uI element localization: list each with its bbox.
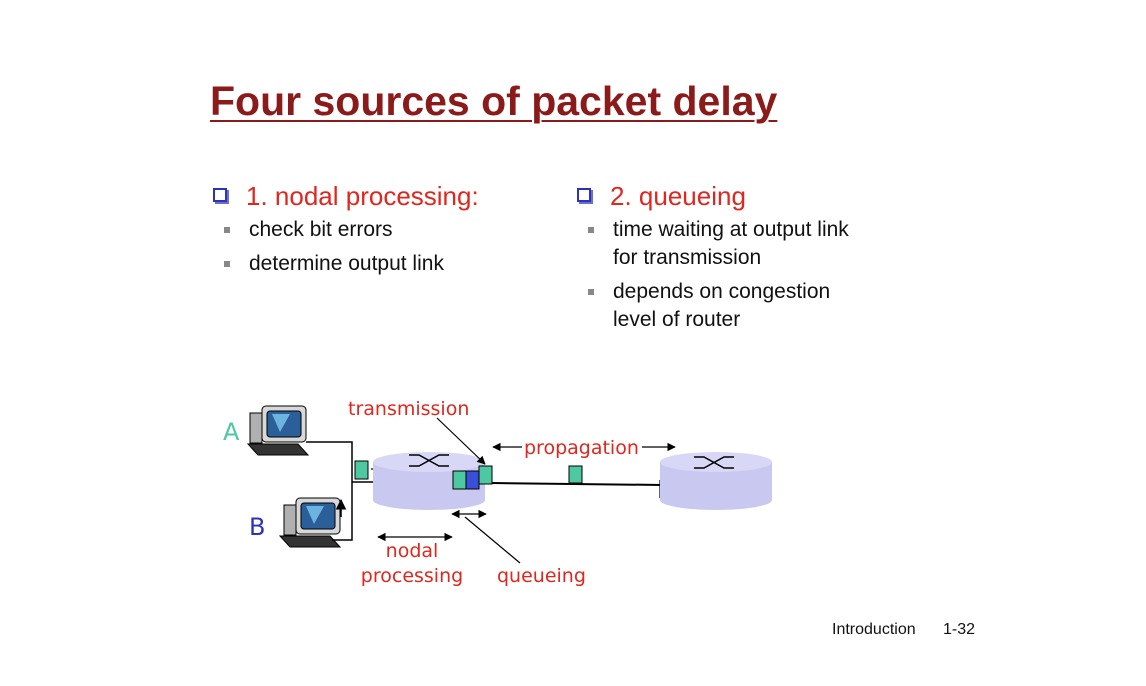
queueing-heading: 2. queueing xyxy=(577,181,849,212)
link xyxy=(491,482,663,486)
list-item: check bit errors xyxy=(213,216,479,244)
access-link xyxy=(306,441,353,541)
list-item-text: time waiting at output link xyxy=(613,218,849,241)
list-item: determine output link xyxy=(213,250,479,278)
square-bullet-icon xyxy=(588,289,594,295)
footer-page-number: 1-32 xyxy=(943,621,976,638)
checkbox-bullet-icon xyxy=(213,188,227,202)
square-bullet-icon xyxy=(224,227,230,233)
list-item: depends on congestion level of router xyxy=(577,278,849,334)
nodal-processing-column: 1. nodal processing: check bit errors de… xyxy=(213,181,479,278)
square-bullet-icon xyxy=(588,227,594,233)
host-b-label: B xyxy=(249,513,265,541)
queued-packet xyxy=(465,470,480,490)
host-a-label: A xyxy=(223,418,240,446)
nodal-processing-heading: 1. nodal processing: xyxy=(213,181,479,212)
nodal-processing-heading-text: 1. nodal processing: xyxy=(246,181,479,211)
list-item-text: check bit errors xyxy=(249,218,393,241)
queueing-column: 2. queueing time waiting at output link … xyxy=(577,181,849,334)
list-item-text: level of router xyxy=(613,308,741,331)
list-item-text: for transmission xyxy=(613,246,762,269)
router-icon xyxy=(373,452,485,510)
square-bullet-icon xyxy=(224,261,230,267)
list-item-text: determine output link xyxy=(249,252,444,275)
transmitting-packet xyxy=(478,465,493,485)
nodal-label: nodal xyxy=(386,540,439,562)
propagating-packet xyxy=(568,465,583,484)
processing-label: processing xyxy=(361,565,463,587)
list-item: time waiting at output link for transmis… xyxy=(577,216,849,272)
computer-b-icon xyxy=(278,497,342,548)
packet xyxy=(452,470,467,490)
propagation-label: propagation xyxy=(524,437,639,459)
queueing-heading-text: 2. queueing xyxy=(610,181,746,211)
list-item-text: depends on congestion xyxy=(613,280,831,303)
slide-title: Four sources of packet delay xyxy=(210,78,778,124)
checkbox-bullet-icon xyxy=(577,188,591,202)
packet xyxy=(354,460,369,480)
computer-a-icon xyxy=(246,405,310,456)
router-icon xyxy=(660,452,772,510)
footer-section: Introduction xyxy=(832,621,916,638)
transmission-label: transmission xyxy=(348,398,469,420)
queueing-label: queueing xyxy=(497,565,586,587)
